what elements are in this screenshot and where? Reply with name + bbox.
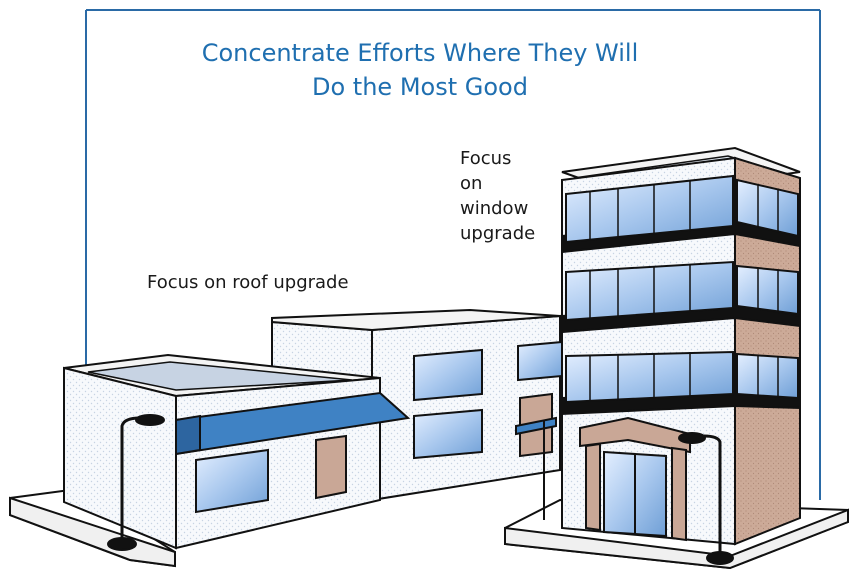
roof-upgrade-annotation: Focus on roof upgrade <box>147 272 349 293</box>
window-note-line-3: window <box>460 198 529 219</box>
frame <box>85 9 821 500</box>
window-note-line-2: on <box>460 173 483 194</box>
title-line-1: Concentrate Efforts Where They Will <box>201 39 639 67</box>
left-building <box>63 353 411 550</box>
window-note-line-1: Focus <box>460 148 512 169</box>
window-note-line-4: upgrade <box>460 223 536 244</box>
diagram-title: Concentrate Efforts Where They Will Do t… <box>150 36 690 104</box>
title-line-2: Do the Most Good <box>312 73 528 101</box>
lamp-posts <box>107 414 734 565</box>
tall-building <box>561 146 801 546</box>
window-upgrade-annotation: Focus on window upgrade <box>460 146 535 246</box>
